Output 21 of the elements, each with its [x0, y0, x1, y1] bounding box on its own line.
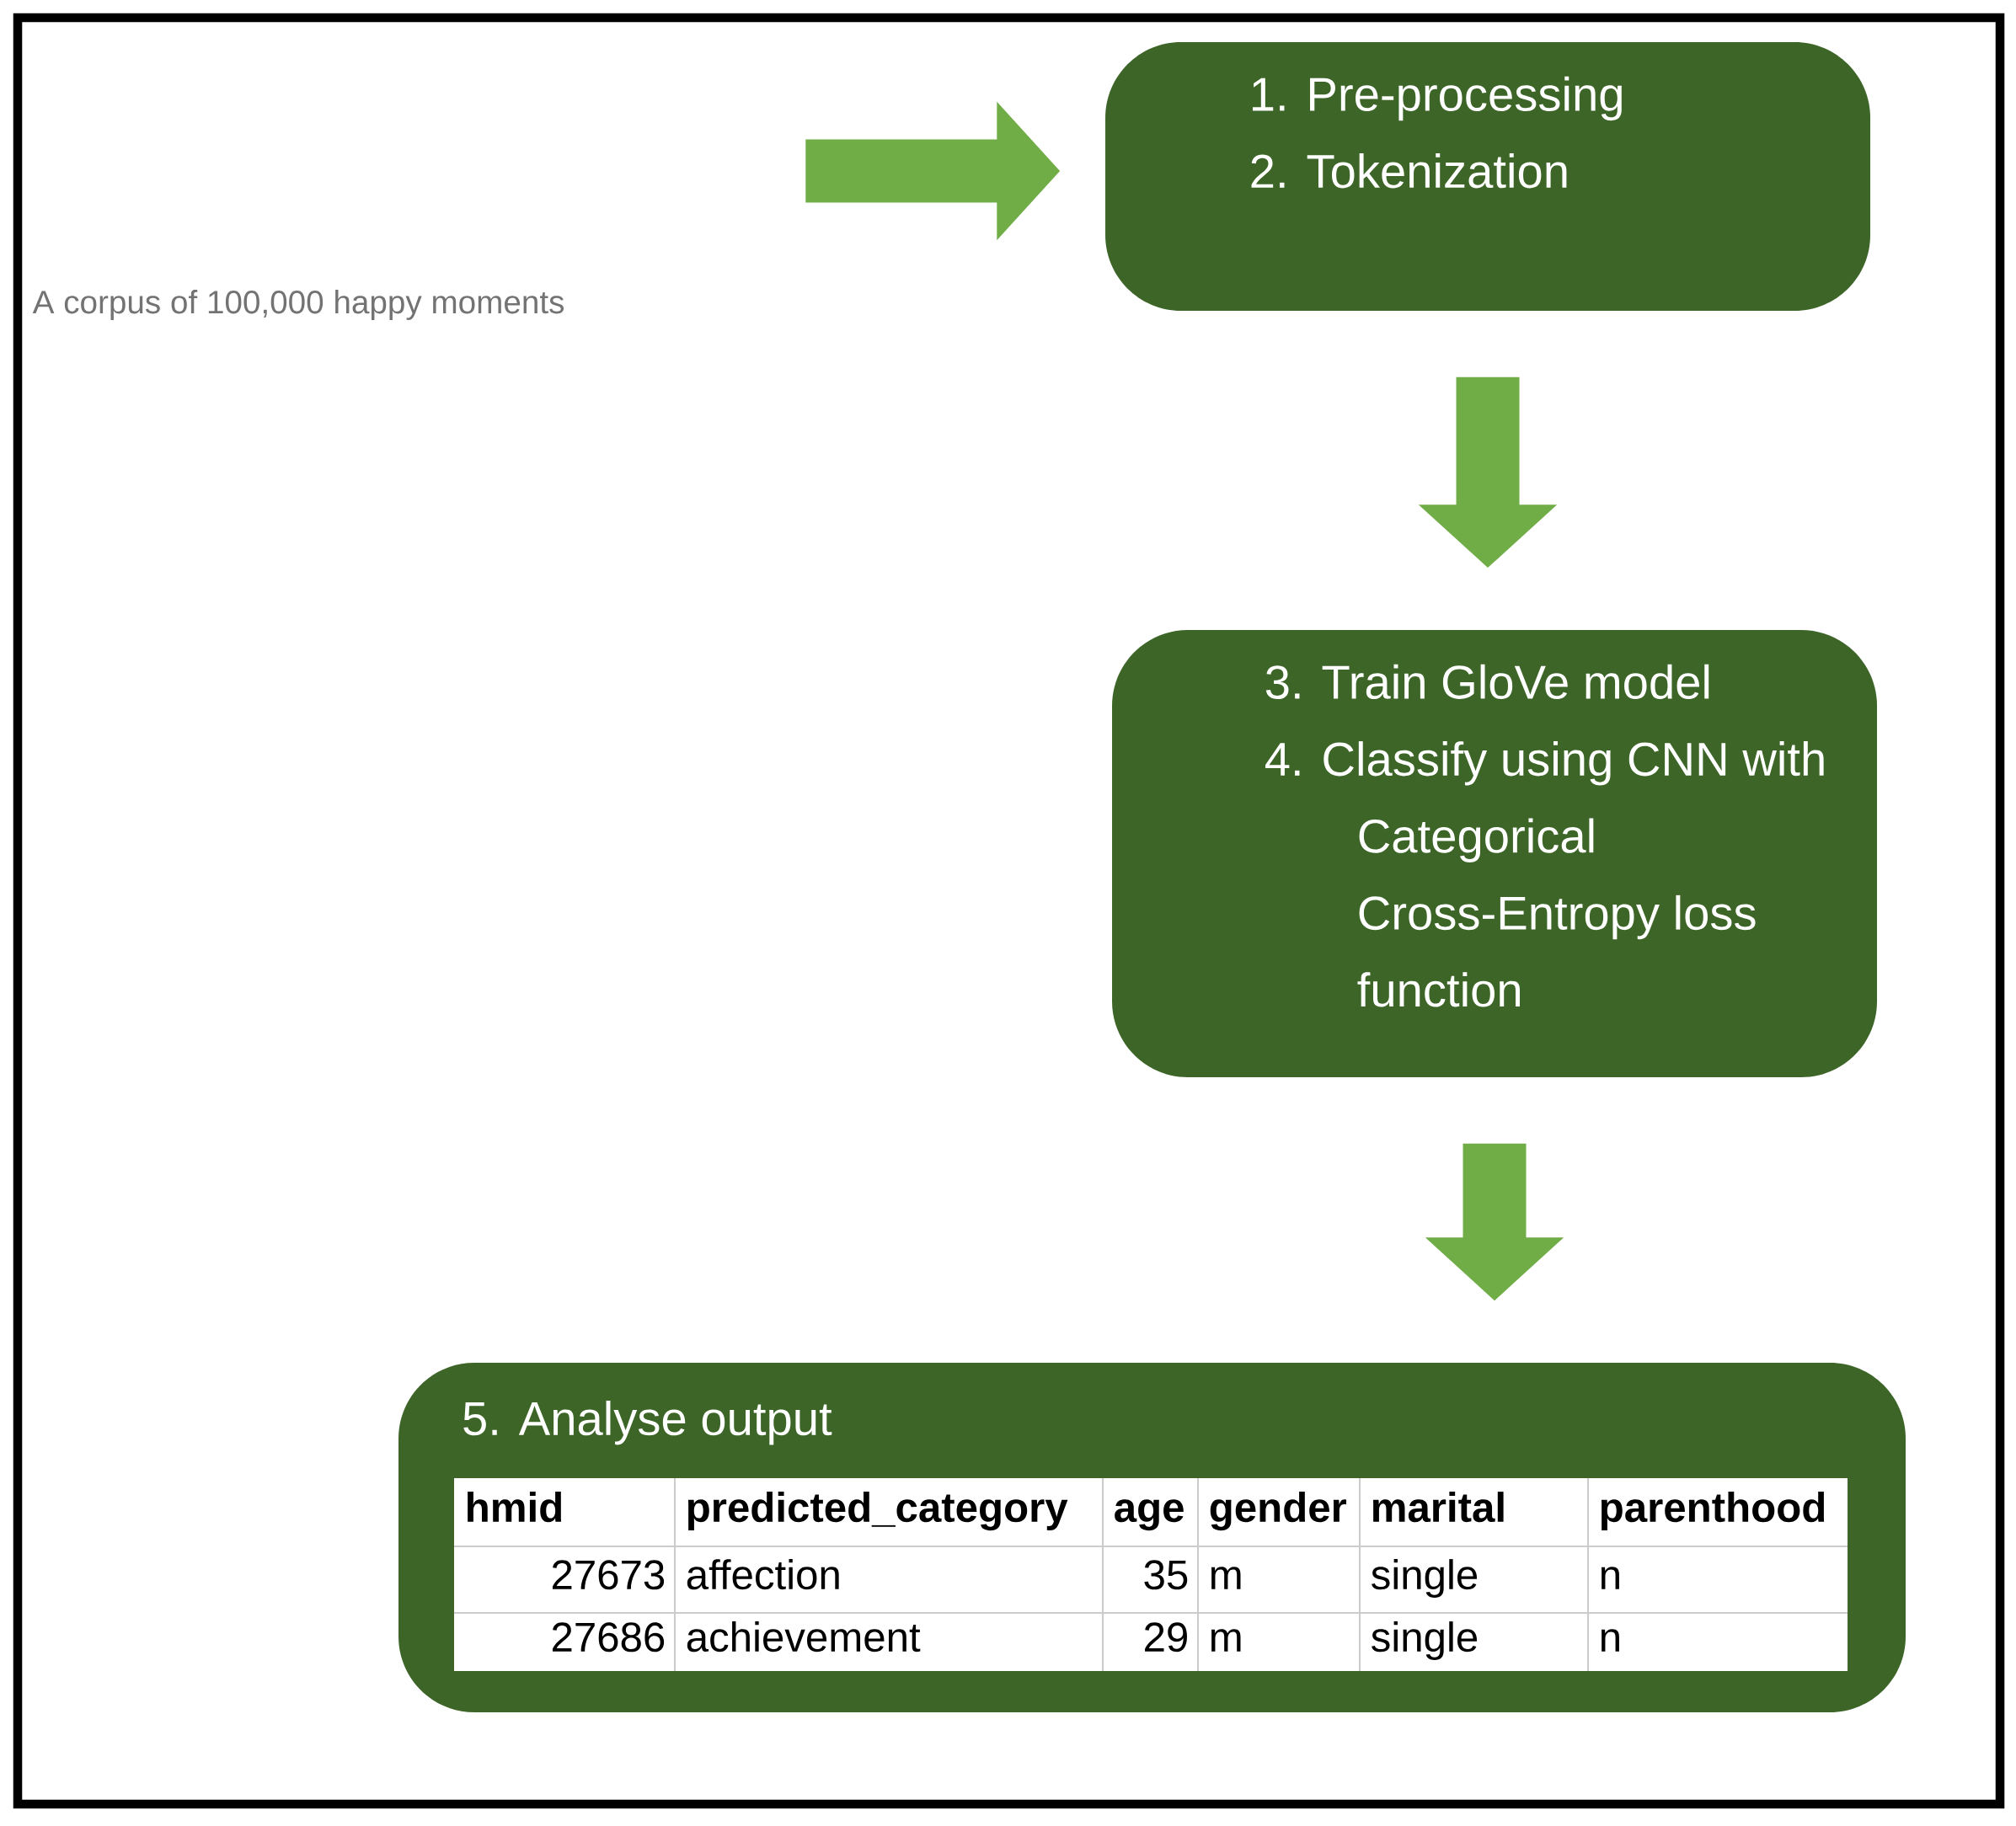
table-cell: predicted_category	[687, 1492, 1068, 1531]
table-cell: 29	[1145, 1622, 1187, 1652]
table-cell: hmid	[468, 1492, 562, 1523]
table-cell: m	[1211, 1629, 1241, 1652]
table-cell: 35	[1144, 1560, 1188, 1590]
process-box: 1. Pre-processing 2. Tokenization	[1105, 42, 1871, 311]
table-cell: affection	[687, 1559, 839, 1590]
table-cell: n	[1602, 1567, 1619, 1589]
table-cell: 27686	[552, 1622, 665, 1652]
table-cell: n	[1602, 1629, 1619, 1652]
table-cell: gender	[1210, 1492, 1347, 1531]
table-cell: 27673	[552, 1560, 665, 1590]
table-cell: parenthood	[1602, 1492, 1825, 1530]
table-cell: single	[1372, 1559, 1478, 1598]
table-cell: marital	[1372, 1492, 1504, 1523]
table-cell: m	[1211, 1567, 1241, 1589]
process-box: 3. Train GloVe model 4. Classify using CNN with Categorical Cross-Entropy loss function	[1112, 630, 1877, 1077]
tagline-text: A corpus of 100,000 happy moments	[32, 290, 564, 320]
table-cell: achievement	[687, 1621, 921, 1652]
table-cell: single	[1372, 1621, 1478, 1660]
table-cell: age	[1115, 1499, 1184, 1531]
